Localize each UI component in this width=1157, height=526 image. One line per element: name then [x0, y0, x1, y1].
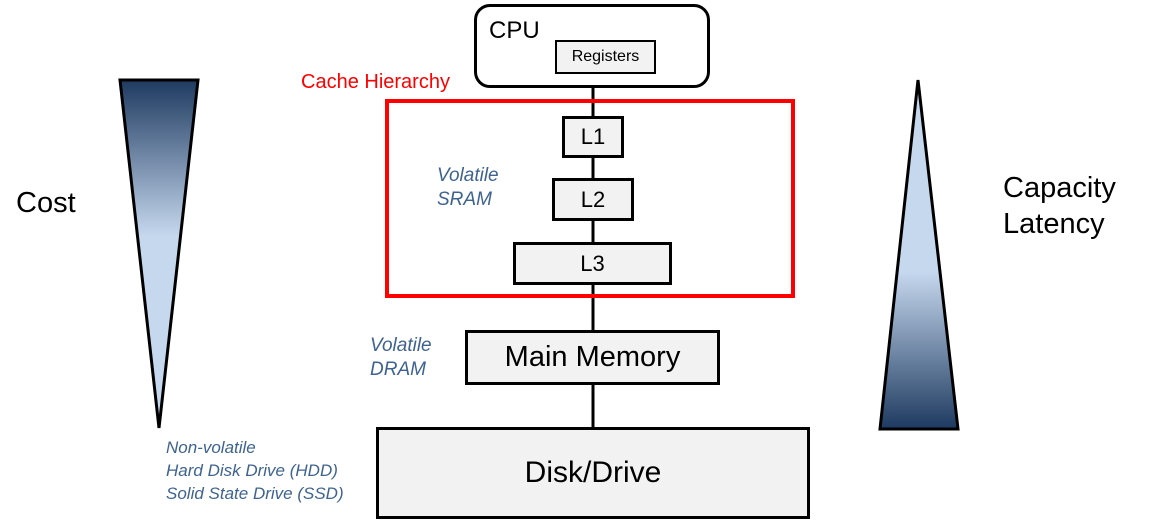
l2-label: L2 [580, 186, 606, 212]
registers-label: Registers [571, 48, 640, 65]
dram-note-line-1: Volatile [370, 335, 432, 356]
cost-triangle [118, 78, 200, 429]
main-memory-label: Main Memory [504, 341, 681, 373]
disk-drive-box: Disk/Drive [376, 427, 810, 519]
capacity-latency-label: Capacity Latency [1003, 170, 1116, 243]
capacity-label: Capacity [1003, 172, 1116, 204]
l1-cache-box: L1 [562, 116, 624, 158]
disk-note-line-2: Hard Disk Drive (HDD) [166, 460, 338, 480]
cpu-label: CPU [489, 17, 540, 44]
latency-label: Latency [1003, 208, 1105, 241]
sram-note-line-2: SRAM [437, 188, 492, 210]
disk-note-line-3: Solid State Drive (SSD) [166, 483, 344, 503]
disk-drive-label: Disk/Drive [524, 456, 662, 489]
disk-note-line-1: Non-volatile [166, 438, 256, 457]
main-memory-box: Main Memory [465, 330, 720, 385]
l3-cache-box: L3 [513, 242, 672, 285]
sram-note-line-1: Volatile [437, 165, 499, 186]
capacity-latency-triangle [878, 79, 960, 431]
sram-note: Volatile SRAM [437, 164, 499, 212]
l2-cache-box: L2 [552, 178, 634, 221]
dram-note-line-2: DRAM [370, 358, 426, 380]
registers-box: Registers [555, 40, 656, 74]
cost-label: Cost [16, 187, 76, 219]
disk-note: Non-volatile Hard Disk Drive (HDD) Solid… [166, 437, 344, 506]
cache-hierarchy-frame [385, 99, 795, 298]
dram-note: Volatile DRAM [370, 334, 432, 382]
l3-label: L3 [580, 250, 605, 276]
cache-hierarchy-label: Cache Hierarchy [301, 71, 450, 93]
cpu-box: CPU Registers [474, 4, 710, 88]
l1-label: L1 [580, 124, 606, 149]
